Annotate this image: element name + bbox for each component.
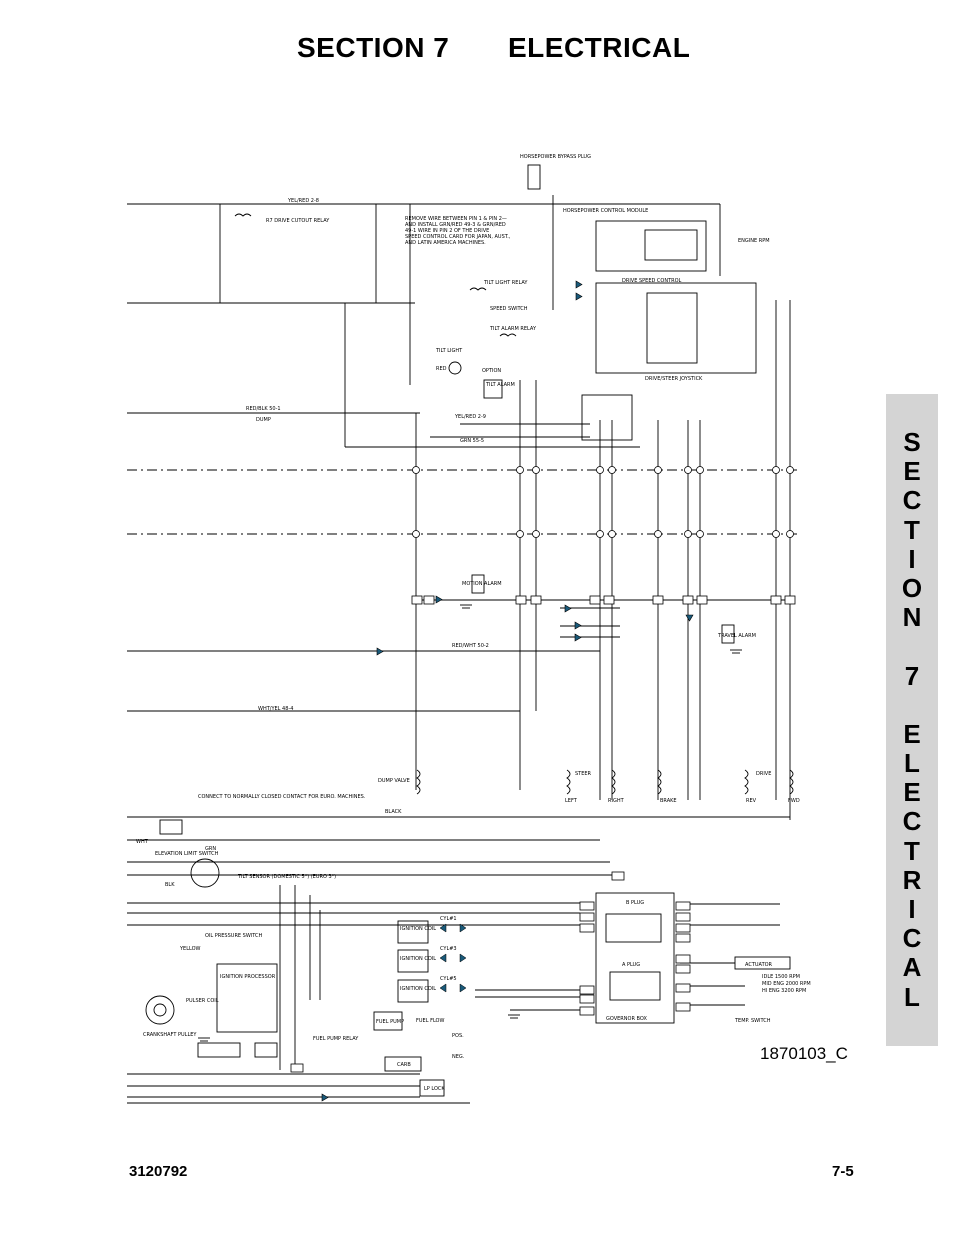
wiring-lines — [127, 195, 800, 1104]
tilt-light-label: TILT LIGHT — [435, 348, 463, 354]
lp-lock-label: LP LOCK — [424, 1086, 445, 1092]
drive-speed-control-label: DRIVE SPEED CONTROL — [622, 278, 682, 284]
drive-label: DRIVE — [756, 771, 771, 777]
side-tab-letter: L — [904, 748, 920, 779]
neg-label: NEG. — [452, 1054, 465, 1060]
right-label: RIGHT — [608, 798, 625, 804]
side-tab-letter: E — [903, 456, 921, 487]
drawing-number: 1870103_C — [760, 1044, 848, 1063]
a-plug-label: A PLUG — [622, 962, 640, 968]
rev-label: REV — [746, 798, 757, 804]
tilt-alarm-relay-label: TILT ALARM RELAY — [489, 326, 537, 332]
ignition-coil-label: IGNITION COIL — [400, 956, 436, 962]
motion-alarm-label: MOTION ALARM — [462, 581, 502, 587]
elevation-limit-switch-label: ELEVATION LIMIT SWITCH — [155, 851, 219, 857]
side-tab-letter: A — [902, 952, 922, 983]
section-side-tab: S E C T I O N 7 E L E C T R I C A L — [886, 394, 938, 1046]
wht-label: WHT — [136, 839, 149, 845]
grn-label: GRN — [205, 846, 216, 852]
dump-label: DUMP — [256, 417, 271, 423]
side-tab-letter: E — [903, 777, 921, 808]
wire-label: WHT/YEL 48-4 — [258, 706, 293, 712]
governor-box-label: GOVERNOR BOX — [606, 1016, 647, 1022]
travel-alarm-label: TRAVEL ALARM — [717, 633, 756, 639]
components — [145, 164, 791, 1097]
side-tab-letter: R — [902, 864, 922, 895]
wire-label: RED/BLK 50-1 — [246, 406, 281, 412]
hp-control-module-label: HORSEPOWER CONTROL MODULE — [563, 208, 648, 214]
ignition-processor-label: IGNITION PROCESSOR — [220, 974, 276, 980]
side-tab-letter: C — [902, 923, 922, 954]
connect-note-label: CONNECT TO NORMALLY CLOSED CONTACT FOR E… — [198, 794, 366, 800]
left-label: LEFT — [565, 798, 578, 804]
crankshaft-pulley-label: CRANKSHAFT PULLEY — [143, 1032, 197, 1038]
side-tab-letter: I — [908, 543, 916, 574]
section-number: SECTION 7 — [297, 32, 450, 63]
dump-valve-label: DUMP VALVE — [378, 778, 410, 784]
side-tab-letter: T — [904, 514, 920, 545]
cylinder-label: CYL#5 — [440, 976, 457, 982]
terminal-blocks — [290, 595, 796, 1073]
section-title: ELECTRICAL — [508, 32, 691, 63]
cylinder-label: CYL#1 — [440, 916, 457, 922]
solenoid-coils — [234, 213, 794, 795]
hi-rpm-label: HI ENG 3200 RPM — [762, 988, 806, 994]
page-number: 7-5 — [832, 1163, 854, 1180]
schematic-labels: HORSEPOWER BYPASS PLUG YEL/RED 2-8 R7 DR… — [136, 154, 811, 1092]
side-tab-letter: L — [904, 981, 920, 1012]
side-tab-letter: E — [903, 718, 921, 749]
red-label: RED — [436, 366, 447, 372]
ignition-coil-label: IGNITION COIL — [400, 926, 436, 932]
blk-label: BLK — [165, 882, 175, 888]
tilt-sensor-label: TILT SENSOR (DOMESTIC 5°) (EURO 3°) — [237, 874, 336, 880]
yellow-label: YELLOW — [179, 946, 201, 952]
spark-plug-arrows — [439, 923, 467, 993]
side-tab-letter: S — [903, 427, 921, 457]
drive-cutout-relay-label: R7 DRIVE CUTOUT RELAY — [266, 218, 330, 224]
mid-rpm-label: MID ENG 2000 RPM — [762, 981, 811, 987]
pos-label: POS. — [452, 1033, 464, 1039]
diodes — [321, 280, 694, 1102]
ground-symbols — [198, 604, 742, 1042]
b-plug-label: B PLUG — [626, 900, 644, 906]
oil-pressure-switch-label: OIL PRESSURE SWITCH — [205, 933, 263, 939]
side-tab-letter: C — [902, 806, 922, 837]
wire-label: YEL/RED 2-9 — [454, 414, 486, 420]
fwd-label: FWD — [788, 798, 800, 804]
side-tab-letter: C — [902, 485, 922, 516]
speed-switch-label: SPEED SWITCH — [490, 306, 528, 312]
drive-steer-joystick-label: DRIVE/STEER JOYSTICK — [645, 376, 703, 382]
engine-rpm-label: ENGINE RPM — [738, 238, 770, 244]
fuel-pump-label: FUEL PUMP — [376, 1019, 404, 1025]
harness-connectors — [412, 466, 794, 538]
side-tab-letters: S E C T I O N 7 E L E C T R I C A L — [886, 427, 938, 1012]
black-label: BLACK — [385, 809, 402, 815]
fuel-pump-relay-label: FUEL PUMP RELAY — [313, 1036, 359, 1042]
fuel-flow-label: FUEL FLOW — [416, 1018, 444, 1024]
carb-label: CARB — [397, 1062, 411, 1068]
side-tab-letter: 7 — [904, 660, 920, 691]
document-number: 3120792 — [129, 1163, 188, 1180]
tilt-light-relay-label: TILT LIGHT RELAY — [483, 280, 528, 286]
pulser-coil-label: PULSER COIL — [186, 998, 219, 1004]
hp-bypass-label: HORSEPOWER BYPASS PLUG — [520, 154, 591, 160]
ignition-coil-label: IGNITION COIL — [400, 986, 436, 992]
remove-wire-note: REMOVE WIRE BETWEEN PIN 1 & PIN 2— AND I… — [405, 216, 512, 246]
side-tab-letter: O — [901, 572, 923, 603]
cylinder-label: CYL#3 — [440, 946, 457, 952]
side-tab-letter: I — [908, 894, 916, 924]
option-label: OPTION — [482, 368, 501, 374]
idle-rpm-label: IDLE 1500 RPM — [762, 974, 800, 980]
tilt-alarm-label: TILT ALARM — [485, 382, 515, 388]
side-tab-letter: N — [902, 602, 922, 633]
side-tab-letter: T — [904, 835, 920, 866]
wire-label: GRN 55-5 — [460, 438, 484, 444]
wire-label: RED/WHT 50-2 — [452, 643, 489, 649]
wire-label: YEL/RED 2-8 — [287, 198, 319, 204]
actuator-label: ACTUATOR — [745, 962, 773, 968]
brake-label: BRAKE — [660, 798, 677, 804]
temp-switch-label: TEMP. SWITCH — [734, 1018, 771, 1024]
steer-label: STEER — [575, 771, 592, 777]
